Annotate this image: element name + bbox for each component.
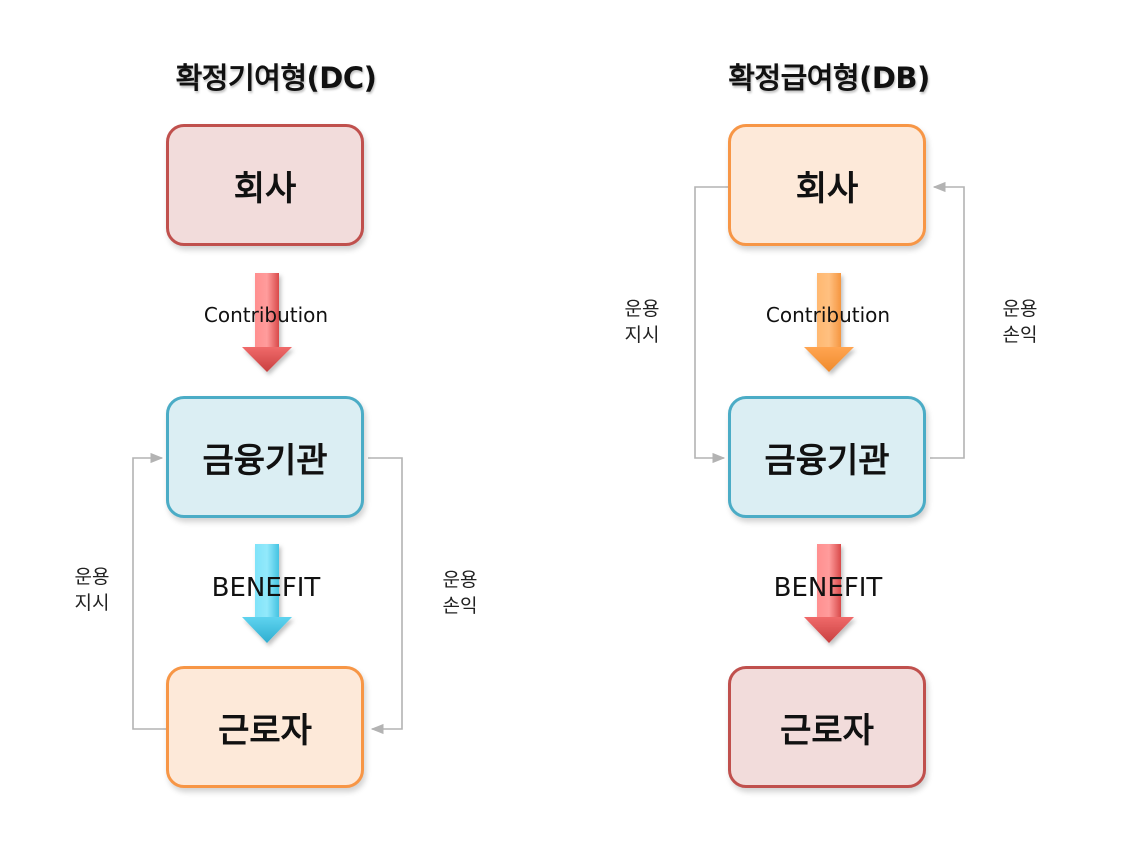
dc-contribution-arrow xyxy=(242,273,292,372)
dc-left-label-line2: 지시 xyxy=(74,592,110,614)
db-contribution-label: Contribution xyxy=(765,303,891,327)
dc-right-connector xyxy=(368,457,403,735)
dc-left-label-line1: 운용 xyxy=(74,566,110,588)
db-worker-box: 근로자 xyxy=(728,666,926,788)
dc-worker-box: 근로자 xyxy=(166,666,364,788)
dc-company-box: 회사 xyxy=(166,124,364,246)
db-company-box: 회사 xyxy=(728,124,926,246)
db-right-label-line1: 운용 xyxy=(1002,298,1038,320)
dc-benefit-label: BENEFIT xyxy=(211,573,321,603)
db-benefit-label: BENEFIT xyxy=(773,573,883,603)
db-right-connector xyxy=(930,181,965,459)
db-left-connector xyxy=(694,186,728,464)
db-benefit-arrow xyxy=(804,544,854,643)
dc-left-connector xyxy=(132,452,166,730)
dc-right-label-line2: 손익 xyxy=(442,595,478,617)
db-institution-box: 금융기관 xyxy=(728,396,926,518)
db-left-label-line1: 운용 xyxy=(624,298,660,320)
db-contribution-arrow xyxy=(804,273,854,372)
dc-right-label: 운용 손익 xyxy=(430,567,490,619)
db-title: 확정급여형(DB) xyxy=(728,61,930,95)
dc-left-label: 운용 지시 xyxy=(62,564,122,616)
dc-title: 확정기여형(DC) xyxy=(175,61,377,95)
dc-right-label-line1: 운용 xyxy=(442,569,478,591)
dc-contribution-label: Contribution xyxy=(203,303,329,327)
db-right-label: 운용 손익 xyxy=(990,296,1050,348)
dc-benefit-arrow xyxy=(242,544,292,643)
dc-institution-box: 금융기관 xyxy=(166,396,364,518)
db-right-label-line2: 손익 xyxy=(1002,324,1038,346)
db-left-label: 운용 지시 xyxy=(612,296,672,348)
db-left-label-line2: 지시 xyxy=(624,324,660,346)
